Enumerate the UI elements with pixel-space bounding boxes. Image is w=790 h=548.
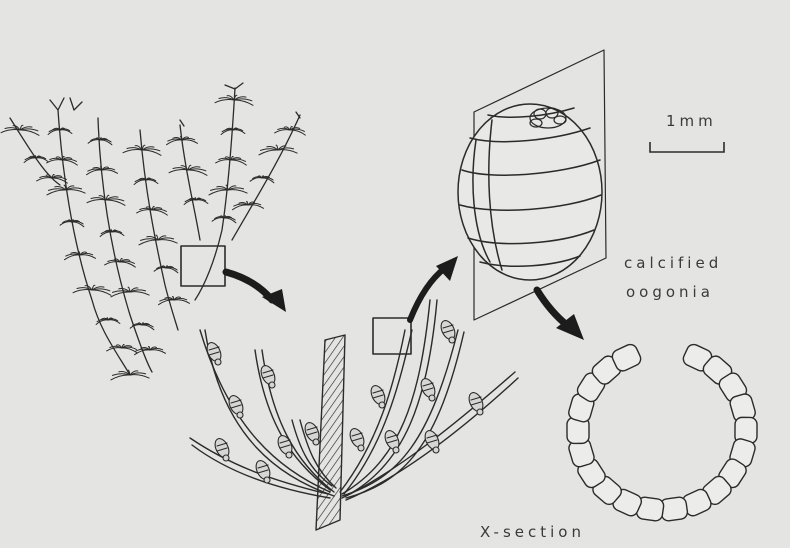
arrow-to-xsection <box>537 290 584 340</box>
oogonia-label: oogonia <box>626 283 714 301</box>
inset-box-whorl <box>181 246 225 286</box>
calcified-label: calcified <box>624 254 722 272</box>
scale-bar <box>650 142 724 152</box>
arrow-to-oogonium <box>410 256 458 320</box>
oogonium-drawing <box>458 50 606 320</box>
scale-label: 1mm <box>666 112 717 130</box>
inset-box-oogonium <box>373 318 411 354</box>
arrow-to-branch <box>226 272 286 312</box>
whole-plant-drawing <box>1 83 305 380</box>
xsection-ring-drawing <box>567 342 757 522</box>
enlarged-branch-drawing <box>190 300 518 530</box>
xsection-label: X-section <box>480 523 585 541</box>
